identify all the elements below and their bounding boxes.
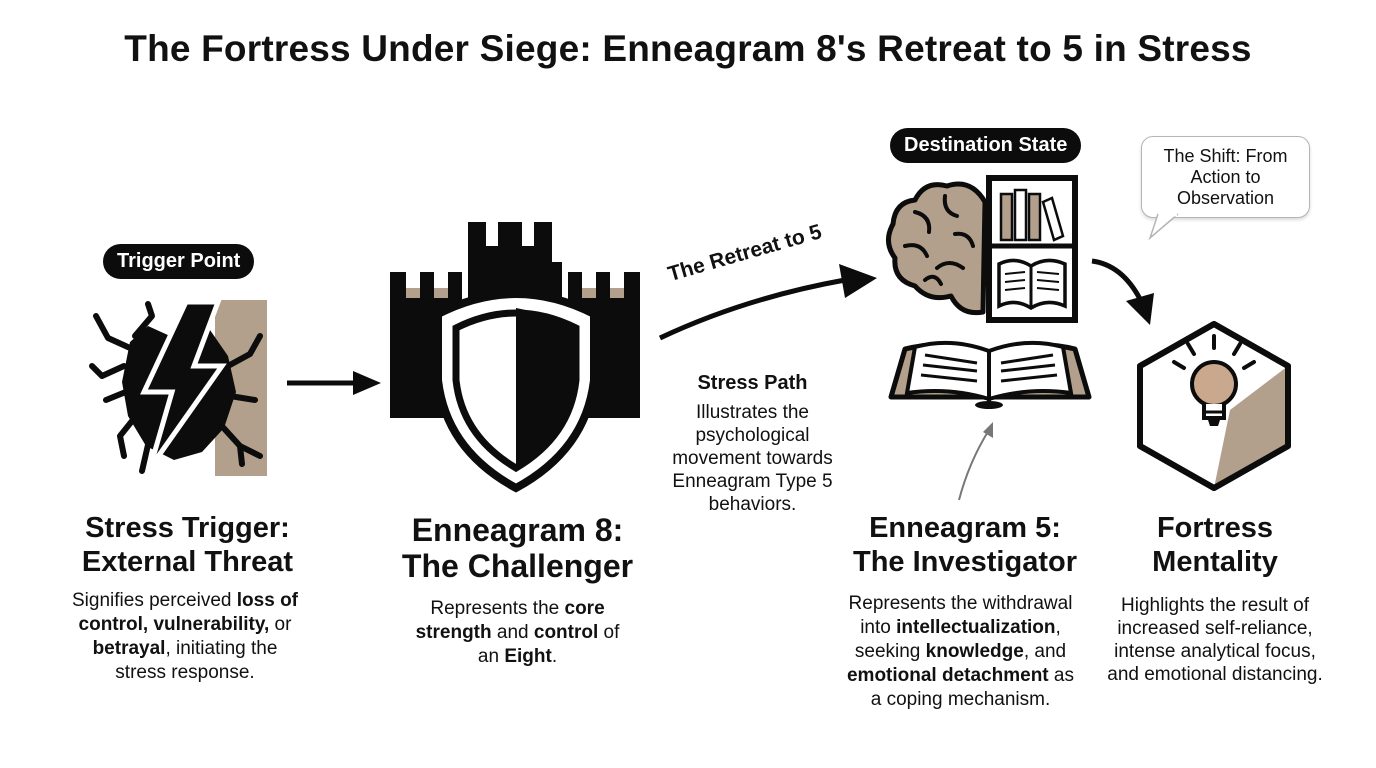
description-text: Represents the withdrawal [848, 593, 1073, 614]
description-text: as [1048, 665, 1074, 686]
description-line: movement towards [672, 448, 833, 469]
trigger-heading-line1: Stress Trigger: [85, 512, 290, 544]
description-line: increased self-reliance, [1117, 618, 1313, 639]
description-text: and [491, 622, 534, 643]
shift-speech-bubble: The Shift: From Action to Observation [1141, 136, 1310, 218]
arrow-to-challenger [287, 371, 381, 395]
emphasis-text: control, vulnerability, [78, 614, 270, 635]
description-line: stress response. [45, 661, 325, 685]
description-text: of [598, 622, 620, 643]
fortress-heading-line2: Mentality [1152, 546, 1278, 578]
description-line: a coping mechanism. [818, 688, 1103, 712]
description-line: control, vulnerability, or [45, 613, 325, 637]
trigger-heading: Stress Trigger: External Threat [55, 511, 320, 579]
pointer-arrow [958, 422, 993, 501]
description-line: emotional detachment as [818, 664, 1103, 688]
lightning-crack-icon [89, 299, 267, 476]
emphasis-text: betrayal [92, 638, 166, 659]
description-line: seeking knowledge, and [818, 640, 1103, 664]
investigator-heading-line1: Enneagram 5: [869, 512, 1061, 544]
stress-path-heading: Stress Path [697, 372, 808, 394]
challenger-heading-line2: The Challenger [401, 548, 634, 584]
investigator-heading: Enneagram 5: The Investigator [830, 511, 1100, 579]
description-text: into [860, 617, 897, 638]
description-line: Represents the core [390, 597, 645, 621]
destination-state-pill: Destination State [890, 128, 1082, 163]
description-text: or [269, 614, 292, 635]
curved-arrow-to-fortress [1091, 258, 1154, 325]
description-text: stress response. [115, 662, 255, 683]
challenger-heading: Enneagram 8: The Challenger [385, 512, 650, 584]
description-line: behaviors. [708, 494, 797, 515]
description-line: into intellectualization, [818, 616, 1103, 640]
page-title: The Fortress Under Siege: Enneagram 8's … [124, 28, 1252, 69]
emphasis-text: core [564, 598, 605, 619]
description-line: strength and control of [390, 621, 645, 645]
description-text: , [1055, 617, 1061, 638]
investigator-heading-line2: The Investigator [853, 546, 1077, 578]
description-text: Represents the [430, 598, 565, 619]
challenger-heading-line1: Enneagram 8: [411, 512, 624, 548]
emphasis-text: intellectualization [896, 617, 1056, 638]
fortress-heading: Fortress Mentality [1100, 511, 1330, 579]
description-line: Signifies perceived loss of [45, 589, 325, 613]
emphasis-text: strength [415, 622, 492, 643]
speech-bubble-tail [1148, 213, 1179, 241]
fortress-heading-line1: Fortress [1156, 512, 1274, 544]
description-text: Signifies perceived [72, 590, 237, 611]
description-line: and emotional distancing. [1107, 664, 1323, 685]
castle-shield-icon [390, 222, 640, 493]
description-text: , initiating the [165, 638, 278, 659]
brain-bookshelf-icon [886, 175, 1078, 323]
description-line: Enneagram Type 5 [672, 471, 833, 492]
description-text: . [551, 646, 558, 667]
shift-line-3: Observation [1176, 188, 1275, 208]
emphasis-text: control [533, 622, 599, 643]
emphasis-text: loss of [236, 590, 298, 611]
description-line: Highlights the result of [1121, 595, 1309, 616]
description-line: betrayal, initiating the [45, 637, 325, 661]
emphasis-text: knowledge [925, 641, 1024, 662]
emphasis-text: emotional detachment [846, 665, 1049, 686]
open-book-icon [888, 340, 1092, 409]
description-text: an [477, 646, 505, 667]
trigger-point-pill: Trigger Point [103, 244, 255, 279]
retreat-arrow [658, 264, 877, 341]
description-text: , and [1023, 641, 1067, 662]
emphasis-text: Eight [504, 646, 552, 667]
shift-line-2: Action to [1190, 167, 1261, 187]
shift-line-1: The Shift: From [1163, 146, 1288, 166]
lightbulb-cube-icon [1137, 321, 1291, 491]
description-line: Illustrates the [696, 402, 809, 423]
description-text: seeking [854, 641, 926, 662]
description-line: Represents the withdrawal [818, 592, 1103, 616]
trigger-heading-line2: External Threat [81, 546, 294, 578]
description-line: intense analytical focus, [1114, 641, 1316, 662]
description-line: an Eight. [390, 645, 645, 669]
description-text: a coping mechanism. [870, 689, 1051, 710]
description-line: psychological [695, 425, 810, 446]
